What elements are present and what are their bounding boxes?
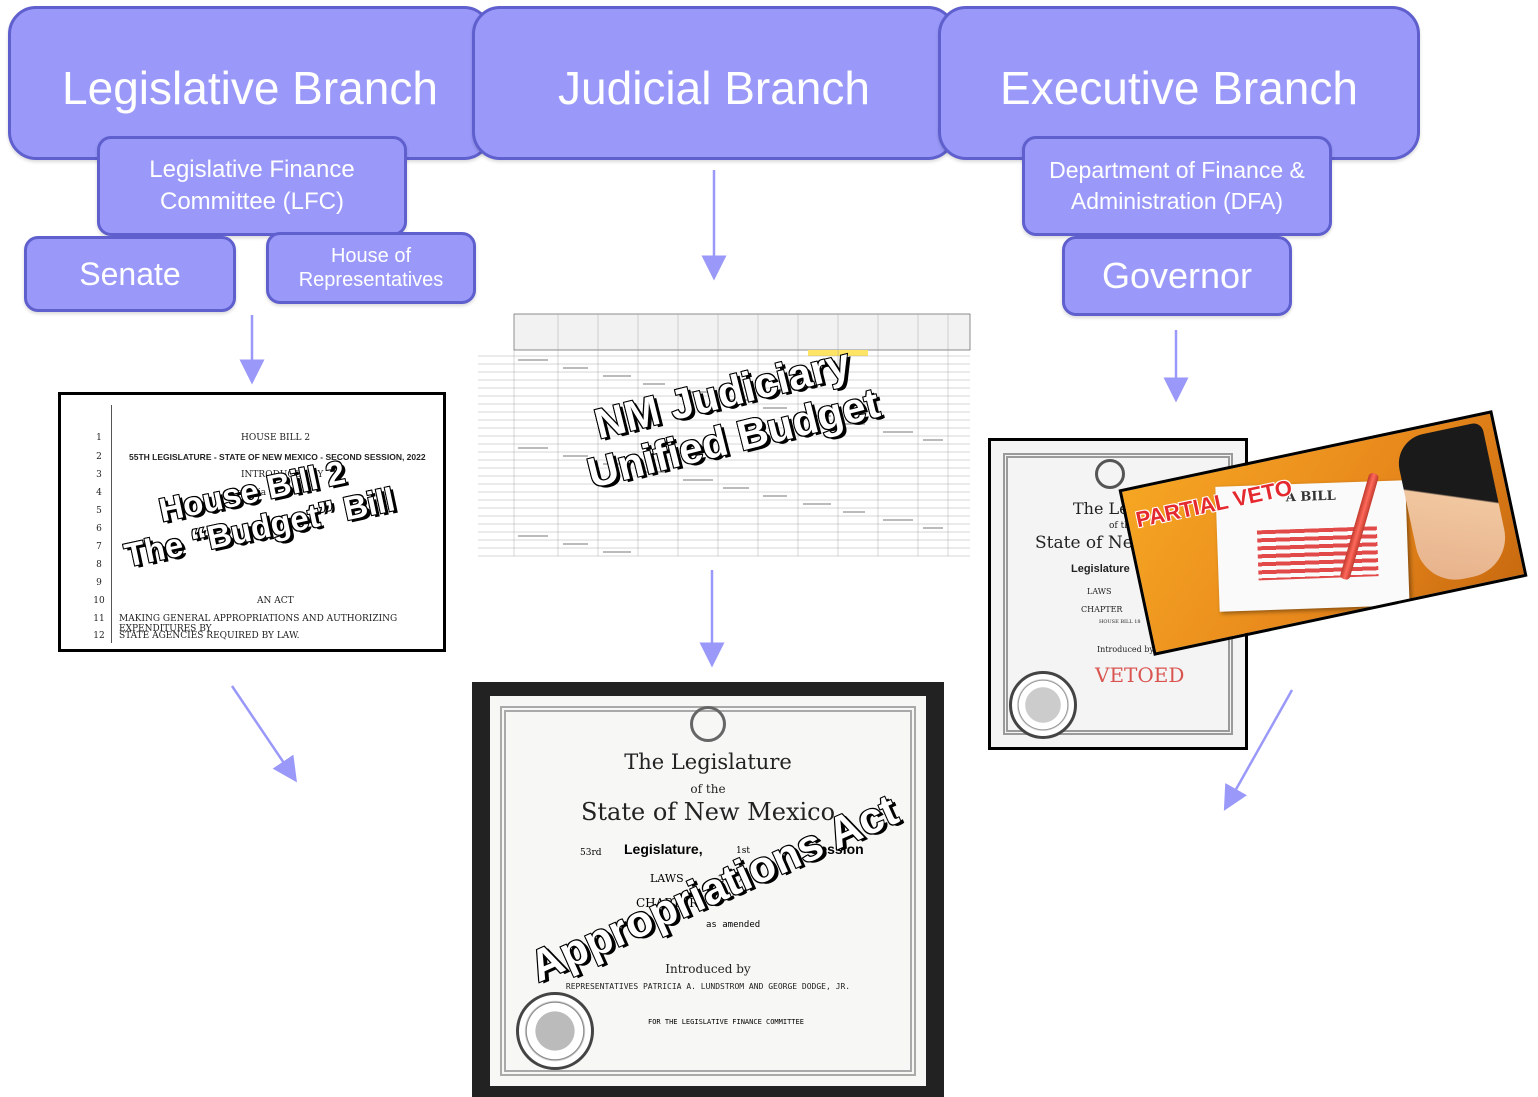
bill-heading: HOUSE BILL 2 bbox=[241, 433, 311, 443]
appropriations-chapter: CHAPTER bbox=[636, 896, 699, 910]
hand-with-pen-icon bbox=[1393, 421, 1513, 588]
executive-branch-label: Executive Branch bbox=[1000, 62, 1358, 114]
lfc-box: Legislative Finance Committee (LFC) bbox=[97, 136, 407, 236]
appropriations-title: The Legislature bbox=[624, 750, 792, 774]
zia-symbol-icon bbox=[1095, 459, 1125, 489]
governor-box: Governor bbox=[1062, 236, 1292, 316]
bill-introduced: INTRODUCED BY bbox=[241, 470, 324, 480]
veto-cert-house-bill: HOUSE BILL 18 bbox=[1099, 619, 1141, 625]
appropriations-committee: FOR THE LEGISLATIVE FINANCE COMMITTEE bbox=[648, 1018, 804, 1026]
appropriations-state: State of New Mexico bbox=[580, 798, 836, 826]
line-number: 10 bbox=[93, 596, 105, 606]
house-bill-document: 1 HOUSE BILL 2 2 55TH LEGISLATURE - STATE … bbox=[58, 392, 446, 652]
dfa-box: Department of Finance & Administration (… bbox=[1022, 136, 1332, 236]
dfa-label: Department of Finance & Administration (… bbox=[1049, 156, 1305, 214]
appropriations-laws: LAWS bbox=[650, 872, 684, 885]
judicial-branch-box: Judicial Branch bbox=[472, 6, 956, 160]
appropriations-introduced: Introduced by bbox=[665, 962, 751, 976]
appropriations-ordinal: 53rd bbox=[580, 848, 602, 858]
appropriations-as-amended: as amended bbox=[706, 920, 761, 930]
senate-box: Senate bbox=[24, 236, 236, 312]
veto-cert-introduced: Introduced by bbox=[1097, 645, 1154, 654]
veto-cert-of: of the bbox=[1109, 521, 1136, 531]
appropriations-session-ordinal: 1st bbox=[736, 846, 750, 856]
appropriations-zia-icon bbox=[690, 706, 726, 742]
appropriations-paper: The Legislature of the State of New Mexi… bbox=[490, 696, 926, 1086]
line-number: 5 bbox=[96, 506, 102, 516]
line-number: 9 bbox=[96, 578, 102, 588]
appropriations-sponsors: REPRESENTATIVES PATRICIA A. LUNDSTROM AN… bbox=[565, 982, 851, 991]
line-number: 7 bbox=[96, 542, 102, 552]
bill-description-2: STATE AGENCIES REQUIRED BY LAW. bbox=[119, 631, 300, 641]
bill-legislature: 55TH LEGISLATURE - STATE OF NEW MEXICO -… bbox=[129, 452, 426, 462]
appropriations-year: 2017 bbox=[718, 874, 744, 885]
legislative-branch-box: Legislative Branch bbox=[8, 6, 492, 160]
line-number: 4 bbox=[96, 488, 102, 498]
vetoed-stamp: VETOED bbox=[1095, 663, 1185, 687]
bill-margin-line bbox=[111, 405, 112, 643]
line-number: 12 bbox=[93, 631, 105, 641]
veto-cert-chapter: CHAPTER bbox=[1081, 605, 1123, 614]
governor-label: Governor bbox=[1101, 255, 1253, 296]
judiciary-budget-spreadsheet: NM Judiciary Unified Budget bbox=[478, 312, 972, 566]
state-seal-icon bbox=[1009, 671, 1077, 739]
veto-cert-state: State of New bbox=[1035, 533, 1148, 553]
house-label: House of Representatives bbox=[298, 245, 444, 291]
bill-sponsor: Patricia bbox=[231, 488, 267, 498]
appropriations-of-the: of the bbox=[690, 782, 726, 796]
house-box: House of Representatives bbox=[266, 232, 476, 304]
judicial-branch-label: Judicial Branch bbox=[558, 62, 870, 114]
appropriations-legislature: Legislature, bbox=[624, 841, 703, 857]
veto-cert-legislature: Legislature bbox=[1071, 563, 1130, 575]
appropriations-session: Session bbox=[810, 841, 864, 857]
lfc-label: Legislative Finance Committee (LFC) bbox=[149, 155, 355, 215]
veto-cert-laws: LAWS bbox=[1087, 587, 1112, 596]
spreadsheet-grid bbox=[478, 313, 971, 557]
appropriations-seal-icon bbox=[516, 992, 594, 1070]
line-number: 2 bbox=[96, 452, 102, 462]
legislative-branch-label: Legislative Branch bbox=[62, 62, 438, 114]
executive-branch-box: Executive Branch bbox=[938, 6, 1420, 160]
appropriations-act-certificate: The Legislature of the State of New Mexi… bbox=[472, 682, 944, 1097]
line-number: 3 bbox=[96, 470, 102, 480]
senate-label: Senate bbox=[79, 255, 181, 292]
line-number: 11 bbox=[93, 614, 105, 624]
line-number: 6 bbox=[96, 524, 102, 534]
line-number: 8 bbox=[96, 560, 102, 570]
bill-description-1: MAKING GENERAL APPROPRIATIONS AND AUTHOR… bbox=[119, 614, 398, 634]
bill-act: AN ACT bbox=[257, 596, 294, 606]
arrow-bill-to-act bbox=[230, 685, 297, 783]
arrow-veto-to-act bbox=[1223, 689, 1294, 811]
line-number: 1 bbox=[96, 433, 102, 443]
